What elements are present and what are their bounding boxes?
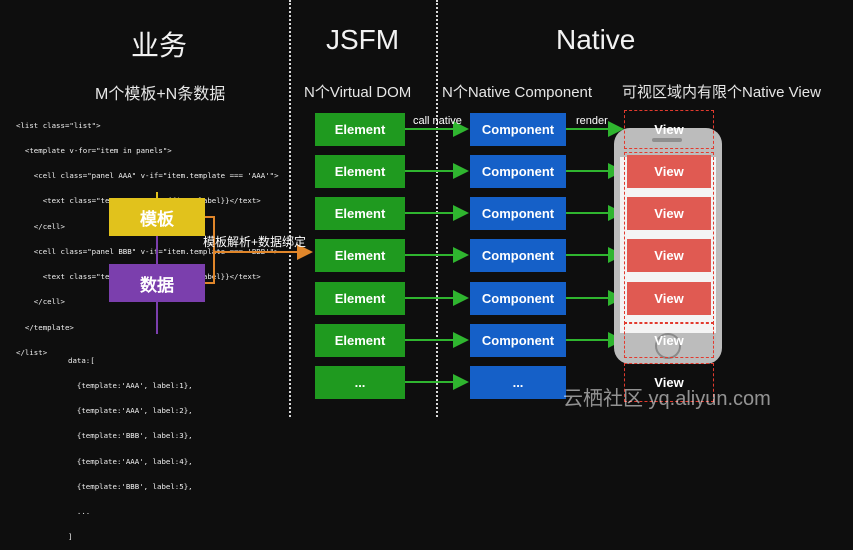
code-line: {template:'AAA', label:4},: [68, 456, 193, 466]
template-box: 模板: [109, 198, 205, 236]
divider-right: [436, 0, 438, 417]
code-line: {template:'AAA', label:2},: [68, 406, 193, 416]
flow-label: 模板解析+数据绑定: [203, 235, 307, 249]
element-box: Element: [315, 282, 405, 315]
call-native-label: call native: [413, 115, 462, 127]
view-offscreen: View: [654, 122, 684, 137]
code-line: </list>: [16, 347, 48, 357]
component-view-arrows: [566, 121, 624, 348]
code-line: </cell>: [16, 297, 65, 307]
heading-jsfm: JSFM: [326, 24, 400, 55]
component-box: Component: [470, 197, 566, 230]
heading-business: 业务: [131, 30, 188, 61]
render-label: render: [576, 115, 608, 127]
dashed-outline: [624, 322, 714, 358]
component-box: Component: [470, 113, 566, 146]
merge-bracket: [205, 216, 215, 284]
data-box: 数据: [109, 264, 205, 302]
code-line: <cell class="panel AAA" v-if="item.templ…: [16, 171, 279, 181]
view-offscreen: View: [654, 333, 684, 348]
element-box: Element: [315, 155, 405, 188]
dashed-outline: [624, 110, 714, 149]
component-box: Component: [470, 155, 566, 188]
view-box: View: [627, 282, 711, 315]
code-line: </cell>: [16, 221, 65, 231]
divider-left: [289, 0, 291, 417]
code-line: <list class="list">: [16, 120, 101, 130]
element-box: Element: [315, 113, 405, 146]
component-box: Component: [470, 239, 566, 272]
element-box: Element: [315, 239, 405, 272]
dashed-outline: [624, 363, 714, 402]
code-line: data:[: [68, 355, 95, 365]
code-line: {template:'AAA', label:1},: [68, 381, 193, 391]
code-line: ]: [68, 532, 73, 542]
element-box: Element: [315, 197, 405, 230]
code-line: {template:'BBB', label:5},: [68, 481, 193, 491]
watermark: 云栖社区 yq.aliyun.com: [563, 388, 771, 410]
code-line: ...: [68, 507, 91, 517]
view-offscreen: View: [654, 375, 684, 390]
element-component-arrows: [405, 121, 469, 390]
component-box: ...: [470, 366, 566, 399]
code-line: <template v-for="item in panels">: [16, 146, 172, 156]
phone-speaker: [652, 138, 682, 142]
view-box: View: [627, 197, 711, 230]
heading-native: Native: [556, 24, 636, 55]
component-box: Component: [470, 324, 566, 357]
subheading-business: M个模板+N条数据: [95, 86, 226, 103]
view-box: View: [627, 155, 711, 188]
subheading-native-component: N个Native Component: [442, 84, 593, 101]
component-box: Component: [470, 282, 566, 315]
element-box: ...: [315, 366, 405, 399]
view-box: View: [627, 239, 711, 272]
code-line: </template>: [16, 322, 74, 332]
phone-home-button: [655, 333, 681, 359]
dashed-outline: [624, 152, 714, 324]
code-line: {template:'BBB', label:3},: [68, 431, 193, 441]
element-box: Element: [315, 324, 405, 357]
subheading-native-view: 可视区域内有限个Native View: [622, 84, 821, 101]
connector-layer: [156, 121, 624, 390]
subheading-jsfm: N个Virtual DOM: [304, 84, 412, 101]
